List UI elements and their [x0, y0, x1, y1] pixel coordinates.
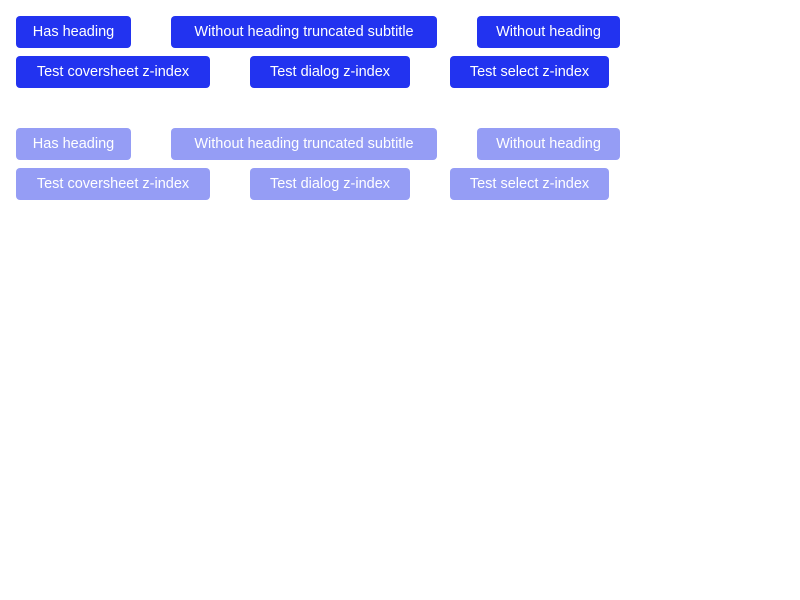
without-heading-truncated-subtitle-button-disabled: Without heading truncated subtitle: [171, 128, 437, 160]
without-heading-truncated-subtitle-button[interactable]: Without heading truncated subtitle: [171, 16, 437, 48]
test-select-z-index-button[interactable]: Test select z-index: [450, 56, 609, 88]
primary-button-group: Has heading Without heading truncated su…: [16, 16, 796, 96]
test-dialog-z-index-button-disabled: Test dialog z-index: [250, 168, 410, 200]
test-coversheet-z-index-button[interactable]: Test coversheet z-index: [16, 56, 210, 88]
primary-row-2: Test coversheet z-index Test dialog z-in…: [16, 56, 796, 88]
test-dialog-z-index-button[interactable]: Test dialog z-index: [250, 56, 410, 88]
primary-row-1: Has heading Without heading truncated su…: [16, 16, 796, 48]
without-heading-button-disabled: Without heading: [477, 128, 620, 160]
disabled-button-group: Has heading Without heading truncated su…: [16, 128, 796, 208]
test-select-z-index-button-disabled: Test select z-index: [450, 168, 609, 200]
disabled-row-2: Test coversheet z-index Test dialog z-in…: [16, 168, 796, 200]
test-coversheet-z-index-button-disabled: Test coversheet z-index: [16, 168, 210, 200]
without-heading-button[interactable]: Without heading: [477, 16, 620, 48]
disabled-row-1: Has heading Without heading truncated su…: [16, 128, 796, 160]
has-heading-button[interactable]: Has heading: [16, 16, 131, 48]
has-heading-button-disabled: Has heading: [16, 128, 131, 160]
